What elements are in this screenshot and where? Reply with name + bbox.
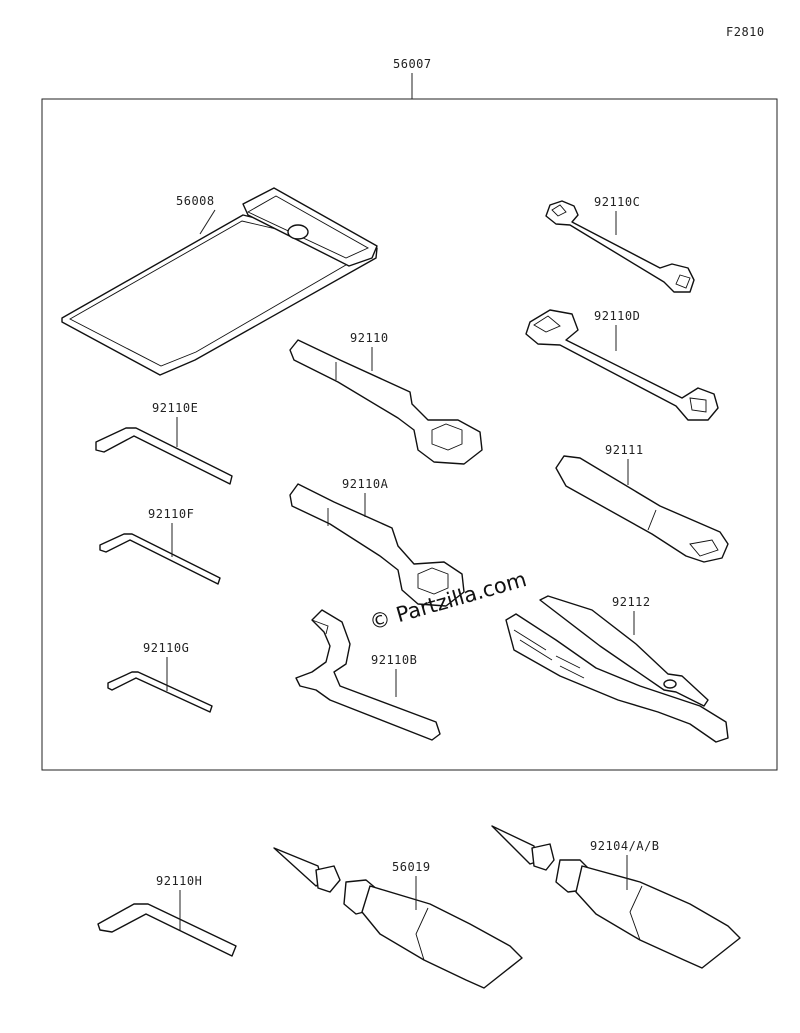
label-92112: 92112 [612, 595, 651, 609]
box-wrench-92110a[interactable]: 92110A [289, 477, 465, 607]
grease-tube-56019[interactable]: 56019 [273, 847, 523, 989]
handle-92111[interactable]: 92111 [555, 443, 729, 563]
label-92110a: 92110A [342, 477, 389, 491]
label-92111: 92111 [605, 443, 644, 457]
open-end-wrench-92110c[interactable]: 92110C [545, 195, 695, 293]
open-end-wrench-92110d[interactable]: 92110D [525, 309, 719, 421]
label-92110c: 92110C [594, 195, 640, 209]
label-92110d: 92110D [594, 309, 640, 323]
hex-key-92110g[interactable]: 92110G [107, 641, 213, 713]
kit-frame [41, 98, 778, 771]
pliers-92112[interactable]: 92112 [505, 595, 729, 743]
label-92110h: 92110H [156, 874, 202, 888]
spanner-92110b[interactable]: 92110B [295, 609, 441, 741]
label-56019: 56019 [392, 860, 431, 874]
label-92110f: 92110F [148, 507, 194, 521]
hex-key-92110h[interactable]: 92110H [97, 874, 237, 957]
hex-key-92110f[interactable]: 92110F [99, 507, 221, 585]
figure-code: F2810 [726, 25, 765, 39]
label-56008: 56008 [176, 194, 215, 208]
tool-bag[interactable]: 56008 [61, 187, 378, 376]
box-wrench-92110[interactable]: 92110 [289, 331, 483, 465]
kit-label: 56007 [393, 57, 432, 71]
label-92110: 92110 [350, 331, 389, 345]
label-92104: 92104/A/B [590, 839, 660, 853]
label-92110b: 92110B [371, 653, 417, 667]
label-92110e: 92110E [152, 401, 198, 415]
label-92110g: 92110G [143, 641, 189, 655]
grease-tube-92104[interactable]: 92104/A/B [491, 825, 741, 969]
hex-key-92110e[interactable]: 92110E [95, 401, 233, 485]
